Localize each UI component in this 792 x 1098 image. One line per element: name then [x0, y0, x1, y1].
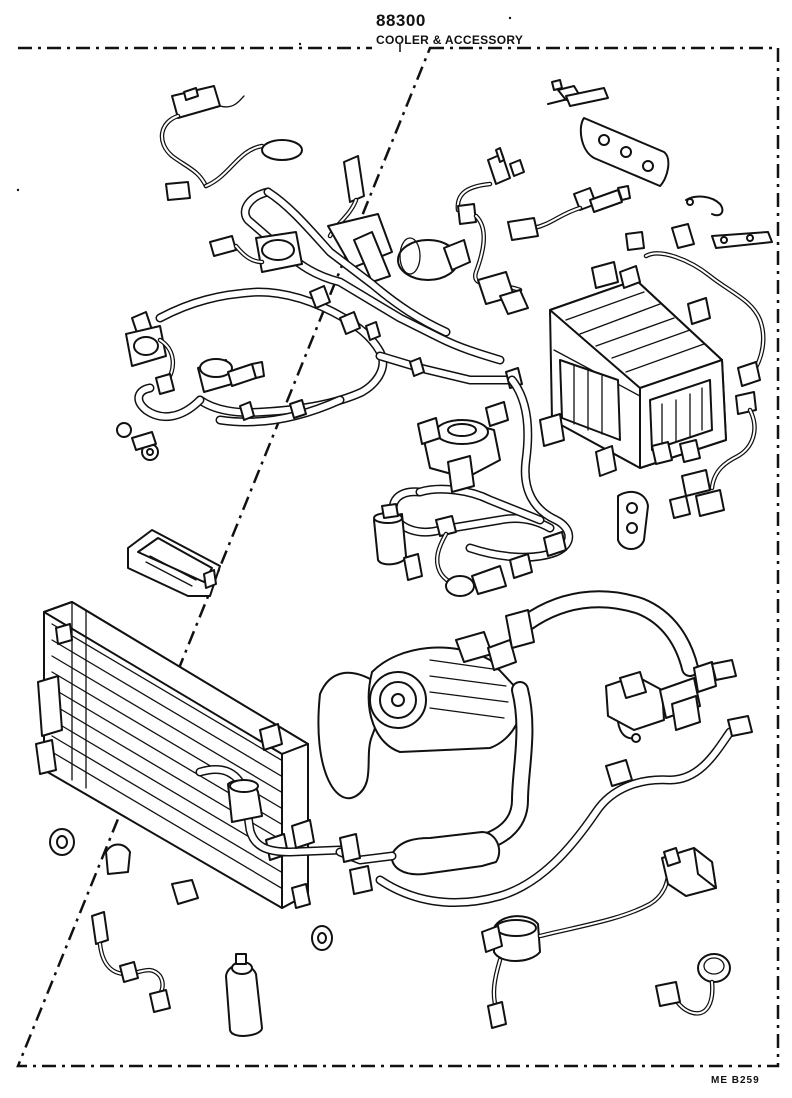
bracket-right-top [625, 223, 773, 251]
pressure-switch-left [125, 311, 175, 395]
evaporator-heater-unit [539, 261, 727, 477]
cover-cap [105, 843, 131, 875]
hose-clamps-left [116, 422, 159, 461]
refrigerant-oil-can [225, 953, 263, 1037]
top-harness-connector [159, 85, 303, 201]
muffler [335, 831, 501, 895]
thermostat-bottom [481, 853, 675, 1029]
diagram-code: 88300 [376, 11, 426, 30]
knob-sensor-bottom-right [655, 953, 731, 1016]
top-sensor-switch [455, 147, 529, 315]
condenser-outlet-pipe [195, 764, 345, 857]
pulley-bottom [311, 925, 333, 951]
clip-right-top [685, 195, 724, 217]
expansion-valve-switch [507, 185, 631, 241]
compressor-suction-hose [505, 590, 699, 677]
diagram-title: COOLER & ACCESSORY [376, 33, 524, 47]
suction-pipe-right [375, 715, 753, 908]
bottom-left-harness [91, 911, 171, 1013]
pulley-left [49, 828, 75, 856]
condenser [35, 601, 311, 909]
diagram-frame [16, 44, 780, 1068]
grommet-middle-right [617, 490, 649, 550]
rubber-block [171, 879, 199, 905]
drawing-reference: ME B259 [711, 1075, 760, 1086]
vacuum-switching-valve [197, 358, 265, 393]
relay-bottom-right [661, 847, 717, 897]
mounting-plate [579, 117, 670, 187]
bolt-nut-set [547, 79, 609, 107]
water-valve [605, 659, 737, 743]
mid-harness-switches [403, 515, 567, 597]
thermistor-unit [209, 231, 303, 273]
right-side-harness [643, 251, 766, 519]
expansion-valve-center [417, 401, 509, 493]
receiver-drier [373, 503, 407, 566]
upper-pipe-network [134, 187, 523, 427]
compressor [317, 631, 523, 800]
upper-relay-assembly [327, 155, 471, 283]
control-panel [127, 529, 221, 597]
